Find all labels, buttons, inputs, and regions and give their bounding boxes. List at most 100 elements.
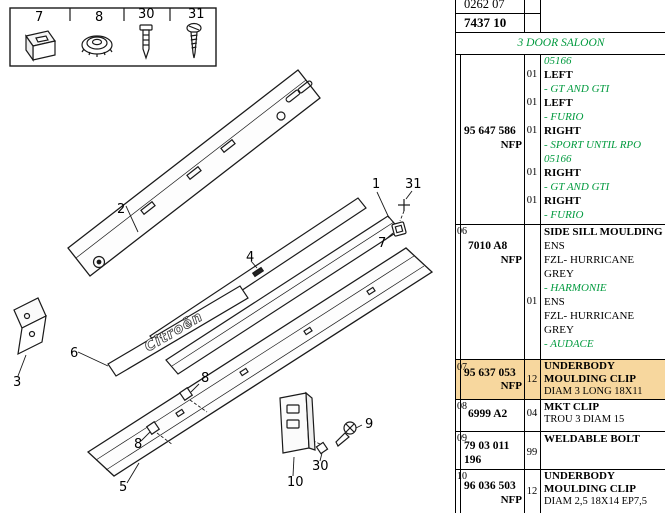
callout-3: 3 [13, 375, 21, 390]
screw-icon [186, 22, 202, 59]
row-index: 10 [457, 471, 467, 482]
variant-note: - FURIO [544, 209, 584, 221]
variant-note: - GT AND GTI [544, 83, 610, 95]
grid-line [456, 13, 540, 14]
part-name: RIGHT [544, 195, 581, 207]
desc-line: ENS [544, 296, 565, 308]
part-brand-strip [107, 285, 249, 377]
variant-note: 05166 [544, 55, 572, 67]
part-name: MKT CLIP [544, 401, 600, 413]
variant-note: - GT AND GTI [544, 181, 610, 193]
callout-1: 1 [372, 177, 380, 192]
callout-31: 31 [405, 177, 422, 192]
parts-table: 0262 07 7437 10 3 DOOR SALOON 05166 01 L… [455, 0, 665, 513]
part-name: UNDERBODY [544, 470, 615, 482]
nfp-flag: NFP [500, 494, 522, 506]
section-title: 3 DOOR SALOON [517, 37, 605, 49]
part-name: UNDERBODY [544, 360, 615, 372]
grid-line [540, 0, 541, 33]
qty-cell: 01 [526, 97, 538, 108]
callout-numbers: 7 8 30 31 2 4 1 31 7 6 3 8 8 9 30 10 5 [13, 7, 422, 495]
variant-note: - AUDACE [544, 338, 594, 350]
desc-line: FZL- HURRICANE [544, 310, 635, 322]
part-number: 96 036 503 [464, 480, 516, 492]
part-name: RIGHT [544, 167, 581, 179]
desc-line: GREY [544, 268, 574, 280]
callout-7: 7 [378, 236, 386, 251]
desc-line: TROU 3 DIAM 15 [544, 414, 625, 425]
part-upper-rail [67, 69, 321, 277]
callout-9: 9 [365, 417, 373, 432]
row-index: 07 [457, 362, 467, 373]
grid-line [456, 399, 665, 400]
callout-6: 6 [70, 346, 78, 361]
nfp-flag: NFP [500, 254, 522, 266]
part-number: 196 [464, 454, 482, 466]
qty-cell: 01 [526, 296, 538, 307]
grid-line [460, 54, 461, 513]
qty-cell: 01 [526, 195, 538, 206]
nfp-flag: NFP [500, 380, 522, 392]
variant-note: - FURIO [544, 111, 584, 123]
qty-cell: 01 [526, 69, 538, 80]
part-number: 95 637 053 [464, 367, 516, 379]
part-name: WELDABLE BOLT [544, 433, 640, 445]
desc-line: GREY [544, 324, 574, 336]
part-clip-7 [391, 221, 407, 237]
qty-cell: 99 [526, 447, 538, 458]
callout-10: 10 [287, 475, 304, 490]
callout-2: 2 [117, 202, 125, 217]
grid-line [456, 431, 665, 432]
grid-line [456, 359, 665, 360]
table-row-07[interactable] [456, 360, 665, 400]
nfp-flag: NFP [500, 139, 522, 151]
grid-line [456, 224, 665, 225]
desc-line: DIAM 2,5 18X14 EP7,5 [544, 496, 647, 507]
grid-line [540, 54, 541, 513]
callout-8a: 8 [201, 371, 209, 386]
part-number: 95 647 586 [464, 125, 516, 137]
callout-leaders [17, 190, 413, 484]
part-name: RIGHT [544, 125, 581, 137]
row-index: 09 [457, 433, 467, 444]
hardware-box [9, 7, 217, 67]
grid-line [524, 0, 525, 33]
part-screw-31 [398, 199, 410, 222]
part-clip-8a [178, 386, 208, 413]
qty-cell: 01 [526, 167, 538, 178]
page-ref-primary: 7437 10 [464, 15, 507, 30]
part-bracket-10 [279, 391, 316, 454]
part-name: MOULDING CLIP [544, 373, 636, 385]
part-name: MOULDING CLIP [544, 483, 636, 495]
rivet-icon [139, 24, 153, 60]
grid-line [456, 54, 665, 55]
callout-30: 30 [312, 459, 329, 474]
qty-cell: 01 [526, 125, 538, 136]
part-sill-panel [86, 247, 434, 477]
part-name: LEFT [544, 69, 573, 81]
part-bolt-9 [335, 421, 357, 447]
part-number: 79 03 011 [464, 440, 510, 452]
part-name: LEFT [544, 97, 573, 109]
page-ref-secondary: 0262 07 [464, 0, 505, 11]
grid-line [456, 469, 665, 470]
grid-line [456, 32, 665, 33]
row-index: 08 [457, 401, 467, 412]
exploded-diagram: 7 8 30 31 2 4 1 31 7 6 3 8 8 9 30 10 5 C… [9, 7, 434, 495]
desc-line: FZL- HURRICANE [544, 254, 635, 266]
row-index: 06 [457, 226, 467, 237]
qty-cell: 12 [526, 374, 538, 385]
variant-note: 05166 [544, 153, 572, 165]
part-end-bracket [13, 297, 47, 356]
box-label-7: 7 [35, 10, 43, 25]
callout-4: 4 [246, 250, 254, 265]
box-label-30: 30 [138, 7, 155, 22]
desc-line: ENS [544, 240, 565, 252]
callout-5: 5 [119, 480, 127, 495]
qty-cell: 12 [526, 486, 538, 497]
part-number: 6999 A2 [468, 408, 508, 420]
grommet-icon [81, 35, 113, 57]
box-label-8: 8 [95, 10, 103, 25]
box-label-31: 31 [188, 7, 205, 22]
part-number: 7010 A8 [468, 240, 508, 252]
